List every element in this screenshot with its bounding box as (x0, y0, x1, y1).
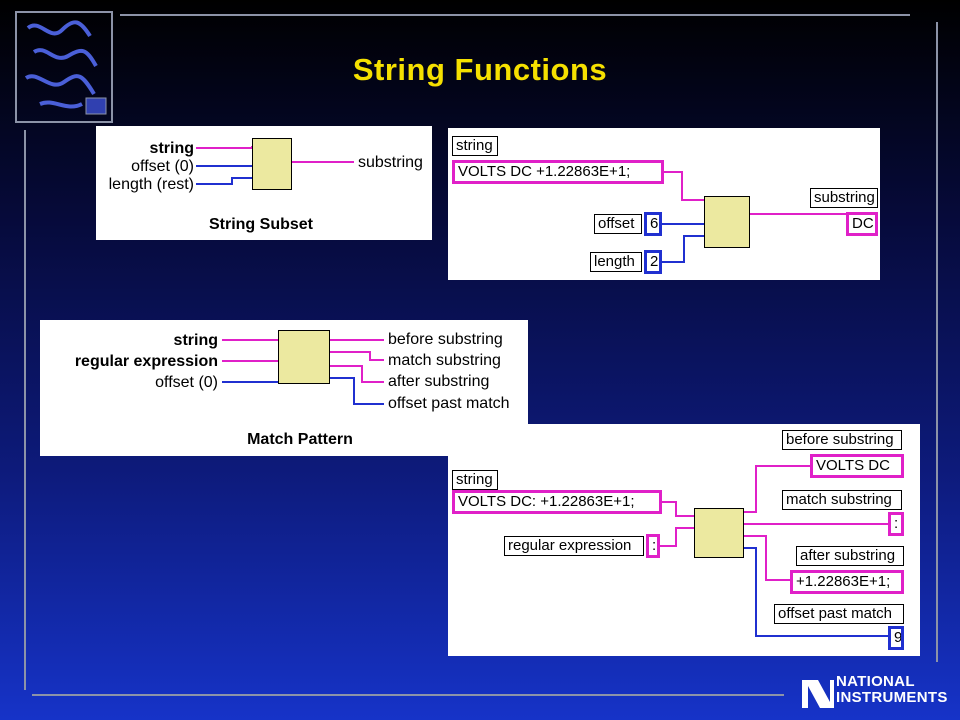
match-example-node-icon (694, 508, 744, 558)
subset-example-length-value[interactable]: 2 (644, 250, 662, 274)
subset-example-string-value[interactable]: VOLTS DC +1.22863E+1; (452, 160, 664, 184)
frame-left-line (24, 130, 26, 690)
match-example-wires (660, 465, 888, 637)
match-example-regex-value[interactable]: : (646, 534, 660, 558)
match-output-before: before substring (388, 331, 503, 348)
string-subset-panel: string offset (0) length (rest) substrin… (96, 126, 432, 240)
subset-output-substring: substring (358, 154, 423, 171)
match-wires (222, 339, 384, 405)
match-input-offset: offset (0) (155, 374, 218, 391)
subset-example-substring-value[interactable]: DC (846, 212, 878, 236)
subset-example-offset-label: offset (594, 214, 642, 234)
match-caption: Match Pattern (247, 431, 353, 448)
match-example-string-label: string (452, 470, 498, 490)
subset-example-substring-label: substring (810, 188, 878, 208)
national-instruments-logo-icon (802, 680, 834, 708)
match-example-before-value[interactable]: VOLTS DC (810, 454, 904, 478)
match-example-after-label: after substring (796, 546, 904, 566)
frame-right-line (936, 22, 938, 662)
subset-example-length-label: length (590, 252, 642, 272)
logo-text-line2: INSTRUMENTS (836, 689, 948, 706)
frame-top-line (120, 14, 910, 16)
match-example-match-label: match substring (782, 490, 902, 510)
subset-example-offset-value[interactable]: 6 (644, 212, 662, 236)
match-example-string-value[interactable]: VOLTS DC: +1.22863E+1; (452, 490, 662, 514)
slide-title: String Functions (352, 52, 608, 87)
subset-example-panel: string VOLTS DC +1.22863E+1; offset 6 le… (448, 128, 880, 280)
match-example-offset-label: offset past match (774, 604, 904, 624)
match-example-before-label: before substring (782, 430, 902, 450)
frame-bottom-line (32, 694, 784, 696)
subset-input-length: length (rest) (108, 176, 194, 193)
subset-example-node-icon (704, 196, 750, 248)
match-example-match-value[interactable]: : (888, 512, 904, 536)
match-example-panel: string VOLTS DC: +1.22863E+1; regular ex… (448, 424, 920, 656)
match-output-match: match substring (388, 352, 501, 369)
match-example-offset-value[interactable]: 9 (888, 626, 904, 650)
match-output-after: after substring (388, 373, 490, 390)
subset-example-string-label: string (452, 136, 498, 156)
logo-text-line1: NATIONAL (836, 673, 915, 690)
match-output-offset: offset past match (388, 395, 510, 412)
national-instruments-logo-text: NATIONAL INSTRUMENTS (836, 674, 948, 706)
subset-input-offset: offset (0) (131, 158, 194, 175)
subset-input-string: string (149, 140, 194, 157)
subset-example-wires (662, 171, 846, 263)
match-input-regex: regular expression (74, 353, 218, 370)
match-example-regex-label: regular expression (504, 536, 644, 556)
match-pattern-node-icon (278, 330, 330, 384)
match-example-after-value[interactable]: +1.22863E+1; (790, 570, 904, 594)
match-input-string: string (173, 332, 218, 349)
string-subset-node-icon (252, 138, 292, 190)
match-pattern-panel: string regular expression offset (0) bef… (40, 320, 528, 456)
decorative-logo-icon (15, 11, 113, 123)
subset-caption: String Subset (208, 216, 313, 233)
